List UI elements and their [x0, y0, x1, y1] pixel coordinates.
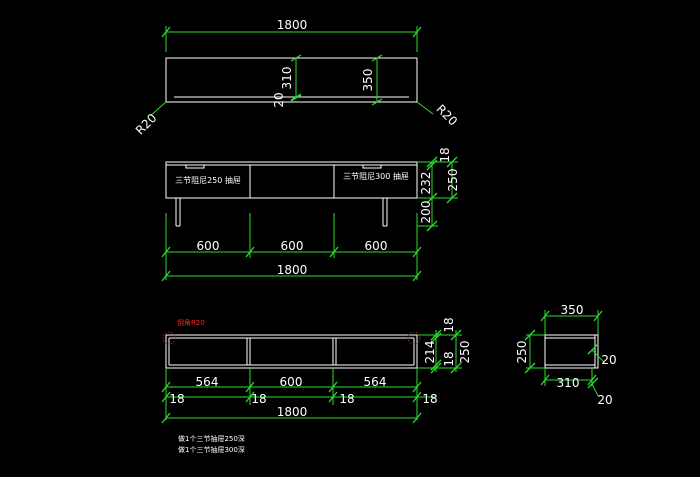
panel-tick-1	[161, 391, 171, 403]
carcass-h-tick-6	[450, 362, 462, 374]
height-tick-3	[426, 192, 438, 204]
radius-right-leader	[416, 101, 434, 115]
height-tick-5	[446, 156, 458, 168]
corner-radius-right-mark	[407, 331, 421, 345]
height-tick-2	[426, 159, 438, 171]
carcass-total-tick-right	[412, 412, 422, 424]
module-1-label: 600	[197, 239, 220, 253]
depth-left-tick-bottom	[290, 93, 302, 101]
height-tick-6	[446, 192, 458, 204]
side-edge-bottom-label: 20	[597, 393, 612, 407]
side-outline	[544, 334, 599, 369]
note-line-1: 做1个三节抽屉250深	[178, 434, 245, 443]
note-line-2: 做1个三节抽屉300深	[178, 445, 245, 454]
side-edge-bottom-tick	[587, 377, 599, 389]
side-bottom-tick-right	[587, 374, 597, 386]
height-tick-1	[426, 156, 438, 168]
side-top-tick-right	[593, 310, 603, 322]
top-total-tick-left	[161, 26, 171, 38]
carcass-h-inner-label: 214	[423, 341, 437, 364]
front-total-tick-left	[161, 270, 171, 282]
side-depth-top-label: 350	[561, 303, 584, 317]
panel-2-label: 18	[251, 392, 266, 406]
carcass-h-tick-2	[430, 332, 442, 344]
side-height-tick-bottom	[524, 362, 536, 374]
top-view: 1800 310 350 20 R20 R20	[133, 18, 460, 137]
panel-1-label: 18	[169, 392, 184, 406]
side-height-label: 250	[515, 341, 529, 364]
side-height-tick-top	[524, 329, 536, 341]
top-total-width-label: 1800	[277, 18, 308, 32]
carcass-outline	[165, 334, 418, 369]
side-top-tick-left	[540, 310, 550, 322]
depth-right-label: 350	[361, 69, 375, 92]
carcass-h-tick-4	[430, 362, 442, 374]
bay-tick-1	[161, 381, 171, 393]
bay-tick-3	[328, 381, 338, 393]
depth-left-tick-top	[290, 54, 302, 62]
side-edge-top-label: 20	[601, 353, 616, 367]
panel-tick-2	[245, 391, 255, 403]
carcass-view: 倒角R20 564 600 564 18 18 18 18	[161, 317, 472, 424]
bay-tick-2	[245, 381, 255, 393]
bay-tick-4	[412, 381, 422, 393]
side-edge-top-tick	[587, 343, 599, 355]
panel-3-label: 18	[339, 392, 354, 406]
drawer-right-handle	[362, 164, 382, 169]
module-tick-1	[161, 246, 171, 258]
carcass-h-total-label: 250	[458, 341, 472, 364]
front-cabinet-body	[165, 161, 418, 199]
side-edge-bottom-leader	[591, 383, 599, 397]
carcass-h-bottom-label: 18	[442, 351, 456, 366]
height-tick-4	[426, 220, 438, 232]
depth-left-label: 310	[280, 67, 294, 90]
corner-radius-left-mark	[162, 331, 176, 345]
carcass-total-label: 1800	[277, 405, 308, 419]
carcass-h-top-label: 18	[442, 317, 456, 332]
drawer-left-label: 三节阻尼250 抽屉	[175, 175, 241, 185]
module-tick-4	[412, 246, 422, 258]
panel-4-label: 18	[422, 392, 437, 406]
bay-2-label: 600	[280, 375, 303, 389]
side-depth-bottom-label: 310	[557, 376, 580, 390]
bay-3-label: 564	[364, 375, 387, 389]
carcass-h-tick-5	[450, 329, 462, 341]
depth-right-tick-top	[371, 54, 383, 62]
radius-left-leader	[149, 101, 167, 117]
module-tick-3	[329, 246, 339, 258]
top-edge-label: 20	[272, 92, 286, 107]
top-outline	[165, 57, 418, 103]
panel-tick-4	[412, 391, 422, 403]
side-bottom-tick-left	[540, 374, 550, 386]
module-2-label: 600	[281, 239, 304, 253]
top-total-tick-right	[412, 26, 422, 38]
module-tick-2	[245, 246, 255, 258]
panel-tick-3	[328, 391, 338, 403]
bay-1-label: 564	[196, 375, 219, 389]
drawer-left-handle	[185, 164, 205, 169]
depth-right-tick-bottom	[371, 98, 383, 106]
carcass-total-tick-left	[161, 412, 171, 424]
front-view: 三节阻尼250 抽屉 三节阻尼300 抽屉 600 600 600 1800	[161, 147, 460, 282]
front-h-body-label: 232	[419, 172, 433, 195]
radius-left-label: R20	[133, 111, 160, 138]
front-h-leg-label: 200	[419, 201, 433, 224]
carcass-h-tick-1	[430, 329, 442, 341]
top-edge-tick	[290, 94, 302, 102]
front-h-drawer-label: 250	[446, 169, 460, 192]
front-total-tick-right	[412, 270, 422, 282]
side-edge-top-leader	[591, 349, 605, 363]
drawer-right-label: 三节阻尼300 抽屉	[343, 171, 409, 181]
module-3-label: 600	[365, 239, 388, 253]
corner-radius-note: 倒角R20	[177, 318, 205, 327]
front-h-top-label: 18	[438, 147, 452, 162]
front-total-label: 1800	[277, 263, 308, 277]
drawing-notes: 做1个三节抽屉250深 做1个三节抽屉300深	[178, 434, 245, 454]
radius-right-label: R20	[434, 102, 461, 129]
side-view: 350 250 310 20 20	[515, 303, 617, 407]
carcass-h-tick-3	[430, 359, 442, 371]
